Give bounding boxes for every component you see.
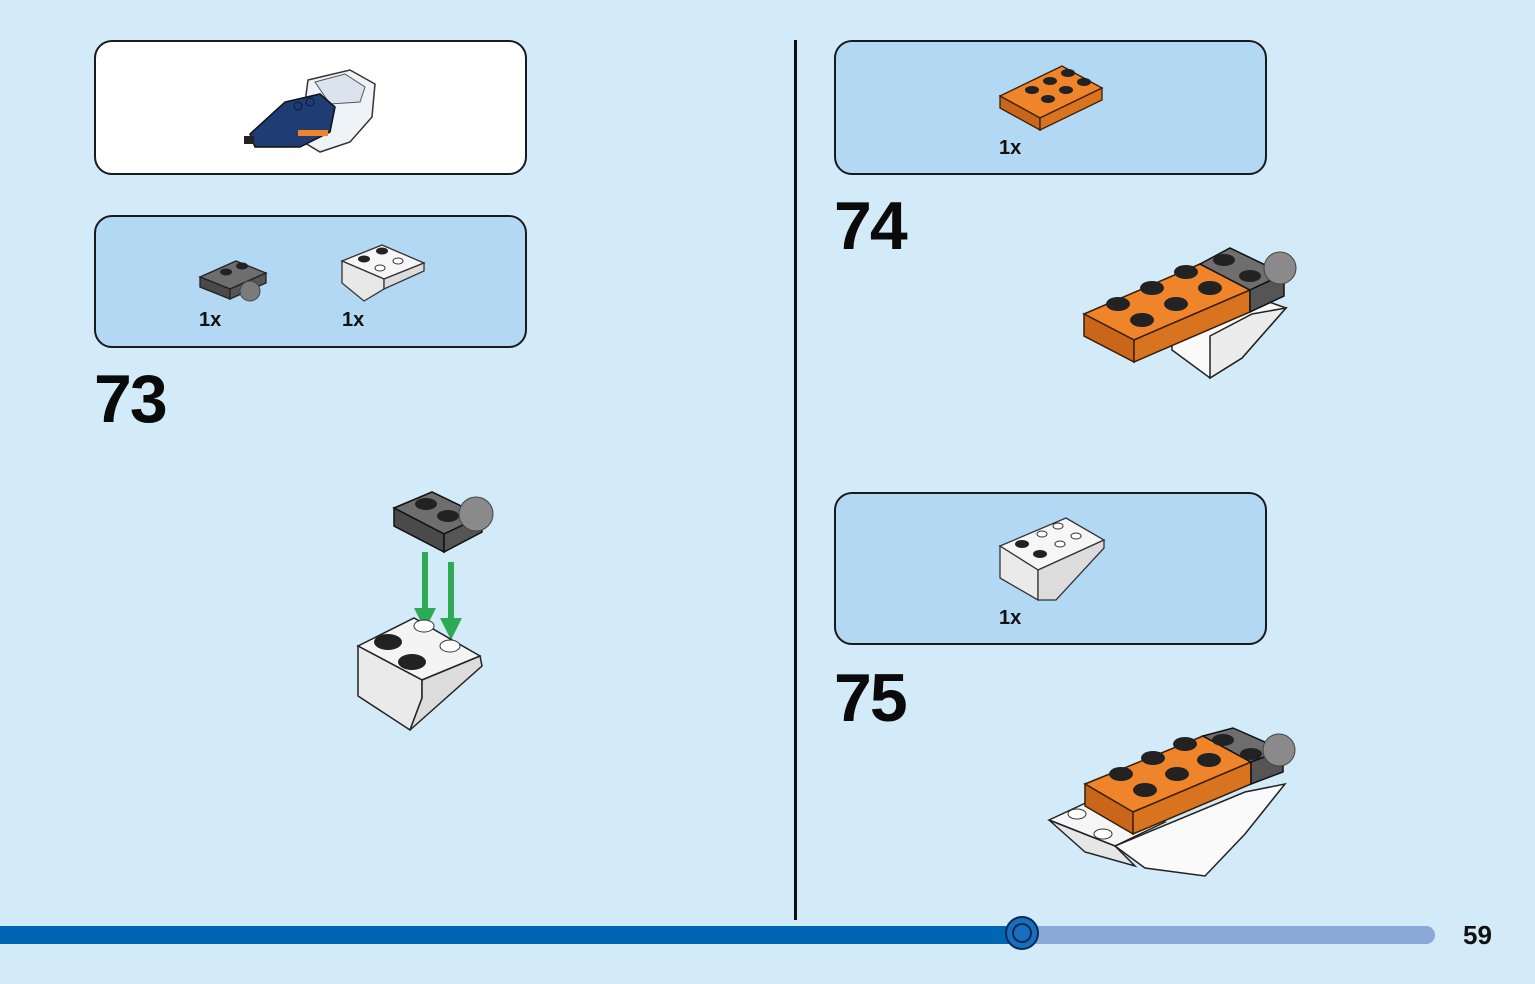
orange-plate-2x3-icon — [998, 65, 1104, 132]
parts-list-step-74: 1x — [834, 40, 1267, 175]
step-73-assembly-illustration — [356, 491, 494, 732]
part-qty: 1x — [999, 137, 1022, 159]
step-number: 75 — [834, 660, 908, 736]
progress-indicator — [1005, 916, 1039, 950]
step-74-assembly-illustration — [1082, 247, 1297, 380]
white-inverted-slope-icon — [340, 244, 426, 302]
green-arrow-icon — [440, 562, 462, 640]
parts-list-step-75: 1x — [834, 492, 1267, 645]
dark-gray-plate-with-ball-icon — [198, 260, 268, 302]
green-arrow-icon — [414, 552, 436, 630]
page-divider — [794, 40, 797, 920]
progress-bar — [0, 916, 1435, 950]
part-qty: 1x — [342, 309, 365, 331]
step-number: 73 — [94, 361, 168, 437]
step-75-assembly-illustration — [1047, 727, 1296, 877]
parts-list-step-73: 1x 1x — [94, 215, 527, 348]
white-wedge-slope-icon — [998, 517, 1106, 602]
part-qty: 1x — [199, 309, 222, 331]
jet-submodel-icon — [244, 69, 376, 153]
submodel-preview-box — [94, 40, 527, 175]
progress-fill — [0, 926, 1022, 944]
page-number: 59 — [1463, 920, 1492, 950]
step-number: 74 — [834, 188, 908, 264]
part-qty: 1x — [999, 607, 1022, 629]
